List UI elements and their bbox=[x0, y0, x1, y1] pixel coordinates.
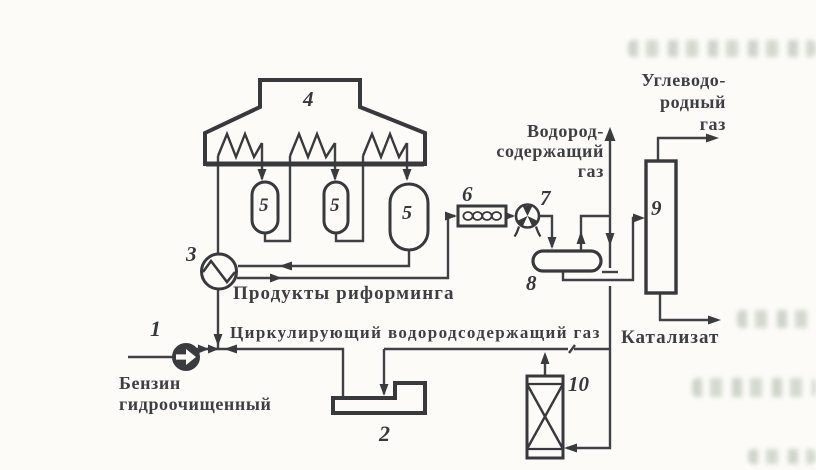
compressor-2 bbox=[331, 381, 427, 415]
separator-8 bbox=[531, 249, 603, 273]
equipment-number-pump: 1 bbox=[150, 316, 161, 341]
reactors-5 bbox=[250, 180, 430, 252]
equipment-number-reactor-2: 5 bbox=[330, 195, 340, 216]
packing-cross-icon bbox=[525, 383, 565, 450]
equipment-number-adsorber: 10 bbox=[568, 372, 589, 396]
bleed-through-artifact bbox=[628, 40, 816, 57]
bleed-through-artifact bbox=[737, 310, 816, 328]
bleed-through-artifact bbox=[748, 449, 816, 464]
stream-label-hydrogen-gas: Водород- содержащий газ bbox=[496, 121, 604, 181]
equipment-number-column: 9 bbox=[651, 196, 662, 220]
equipment-number-separator: 8 bbox=[526, 271, 537, 295]
bleed-through-artifact bbox=[692, 378, 816, 397]
fan-blade-icon bbox=[522, 205, 533, 216]
reactor-vessel-1 bbox=[250, 180, 280, 235]
reactor-vessel-2 bbox=[322, 180, 350, 235]
stream-label-hydrocarbon-gas: Углеводо- родный газ bbox=[641, 70, 726, 134]
equipment-number-cooler: 6 bbox=[462, 182, 473, 206]
stream-label-feed: Бензин гидроочищенный bbox=[119, 373, 272, 414]
fan-blade-icon bbox=[517, 216, 528, 227]
heater-coil-icon bbox=[288, 130, 337, 161]
cooler-6 bbox=[456, 204, 508, 228]
flow-arrows bbox=[198, 127, 721, 453]
heat-exchanger-3 bbox=[200, 252, 238, 291]
equipment-number-compressor: 2 bbox=[379, 421, 390, 446]
fan-cooler-7 bbox=[513, 203, 542, 238]
pump-arrow-icon bbox=[176, 349, 196, 365]
adsorber-10 bbox=[525, 374, 565, 460]
stream-label-circulating-gas: Циркулирующий водородсодержащий газ bbox=[230, 323, 601, 342]
equipment-number-reactor-1: 5 bbox=[259, 195, 269, 216]
equipment-number-reactor-3: 5 bbox=[402, 202, 412, 224]
column-9 bbox=[644, 159, 678, 295]
heater-coil-icon bbox=[216, 130, 264, 161]
equipment-number-furnace: 4 bbox=[303, 87, 314, 111]
heater-coil-icon bbox=[361, 130, 409, 161]
furnace-4 bbox=[203, 78, 427, 167]
stream-label-reforming-products: Продукты риформинга bbox=[233, 283, 455, 304]
equipment-number-fan-cooler: 7 bbox=[540, 186, 551, 210]
fan-blade-icon bbox=[527, 216, 538, 227]
reactor-vessel-3 bbox=[388, 182, 430, 252]
pump-1 bbox=[172, 343, 200, 371]
equipment-number-heat-exchanger: 3 bbox=[186, 242, 197, 266]
stream-label-catalyzate: Катализат bbox=[621, 327, 720, 348]
pipe-lines bbox=[128, 136, 709, 450]
